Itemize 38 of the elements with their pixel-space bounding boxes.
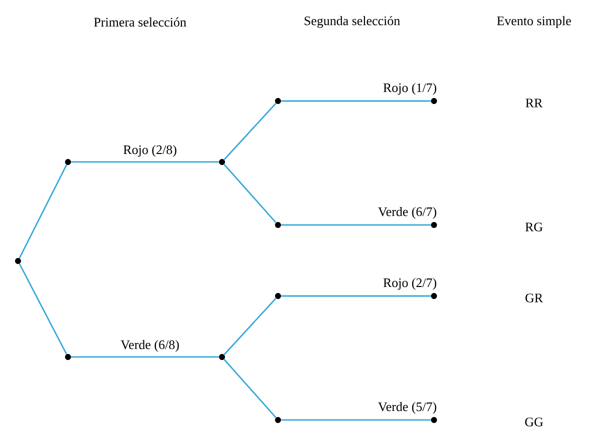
branch-line [224,298,276,356]
event-label: GR [526,294,543,302]
branch-line [281,419,431,421]
branch-point [15,258,21,264]
branch-point [275,98,281,104]
branch-point [275,416,281,423]
event-label: RG [525,222,543,232]
edge-label: Verde (5/7) [378,402,436,414]
branch-point [219,159,225,165]
column-heading: Primera selección [94,17,186,27]
branch-point [219,354,225,360]
event-label: RR [526,98,543,108]
branch-line [281,100,431,102]
edge-label: Rojo (1/7) [383,83,436,95]
branch-line [18,164,68,258]
branch-point [431,416,437,423]
edge-label: Rojo (2/8) [123,145,176,157]
branch-line [281,224,431,226]
branch-line [224,102,276,160]
branch-line [224,164,276,224]
branch-point [65,354,71,360]
branch-point [65,159,71,165]
edge-label: Verde (6/7) [378,207,436,219]
branch-line [71,161,219,163]
branch-point [431,98,437,104]
column-heading: Segunda selección [304,16,400,28]
branch-line [281,295,431,297]
edge-label: Verde (6/8) [120,340,179,352]
branch-line [71,356,219,358]
branch-point [275,292,281,299]
branch-point [275,222,281,228]
edge-label: Rojo (2/7) [383,278,436,290]
branch-point [431,222,437,228]
branch-line [224,358,276,418]
branch-line [18,264,68,354]
branch-point [431,292,437,299]
column-heading: Evento simple [497,16,571,28]
event-label: GG [525,418,543,426]
